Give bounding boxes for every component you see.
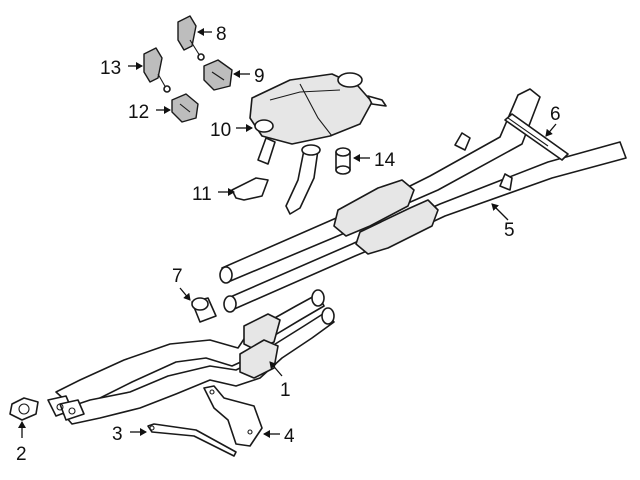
rubber-mount-upper [203, 59, 233, 91]
rubber-mount-lower [171, 93, 199, 123]
pipe-sleeve [335, 147, 351, 175]
leader-5 [491, 203, 509, 221]
callout-7: 7 [172, 266, 183, 287]
callout-leaders [18, 28, 557, 438]
connector-sleeve [191, 297, 217, 323]
leader-1 [269, 361, 283, 377]
leader-6 [545, 123, 557, 137]
callout-12: 12 [128, 102, 149, 123]
support-strap [147, 423, 237, 457]
callout-3: 3 [112, 424, 123, 445]
callout-9: 9 [254, 66, 265, 87]
hanger-bracket-upper [177, 15, 205, 61]
rear-muffler [249, 72, 387, 215]
callout-5: 5 [504, 220, 515, 241]
callout-14: 14 [374, 150, 396, 171]
callout-10: 10 [210, 120, 231, 141]
heat-shield [231, 177, 269, 201]
hanger-bracket-lower [143, 47, 171, 93]
crossmember-bracket [504, 113, 569, 161]
callout-13: 13 [100, 58, 121, 79]
flange-gasket [9, 397, 39, 421]
callout-6: 6 [550, 104, 561, 125]
callout-11: 11 [192, 184, 212, 205]
intermediate-pipe-assembly [219, 88, 627, 313]
callout-4: 4 [284, 426, 295, 447]
leader-7 [179, 287, 191, 301]
front-pipe-catalytic-converter [47, 289, 335, 425]
callout-labels: 1 2 3 4 5 6 7 8 9 10 11 12 13 14 [16, 24, 561, 465]
callout-2: 2 [16, 444, 27, 465]
callout-1: 1 [280, 380, 291, 401]
callout-8: 8 [216, 24, 227, 45]
bracket-plate [203, 385, 263, 447]
